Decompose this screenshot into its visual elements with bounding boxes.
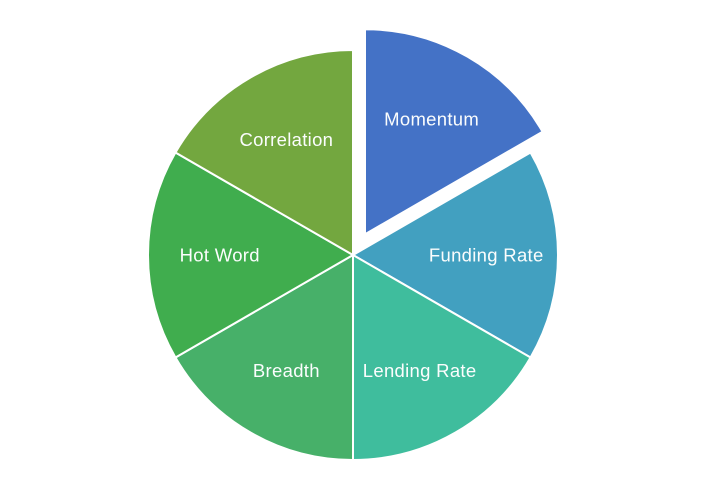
pie-slice-label: Hot Word [180, 245, 260, 266]
pie-slice-funding-rate[interactable] [352, 151, 560, 359]
pie-slice-lending-rate[interactable] [352, 254, 532, 461]
pie-slice-label: Correlation [239, 129, 333, 150]
pie-slice-momentum[interactable] [364, 28, 544, 236]
pie-slice-label: Funding Rate [429, 245, 544, 266]
pie-slice-label: Lending Rate [363, 360, 477, 381]
pie-slice-breadth[interactable] [174, 254, 354, 461]
pie-slice-label: Breadth [253, 360, 320, 381]
pie-slice-label: Momentum [384, 108, 479, 129]
pie-slice-correlation[interactable] [174, 49, 354, 256]
pie-slice-hot-word[interactable] [146, 151, 354, 359]
